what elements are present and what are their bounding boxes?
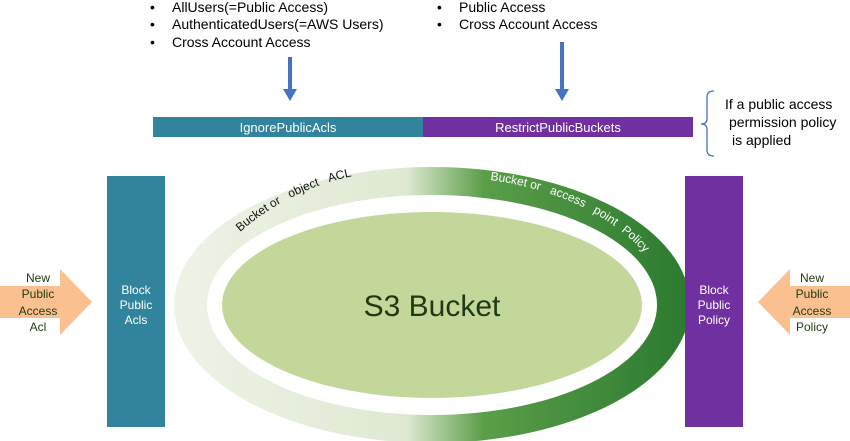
block-label: Policy [698,313,730,327]
note-line: permission policy [729,114,836,130]
ignore-public-acls-label: IgnorePublicAcls [240,120,337,135]
condition-item: AuthenticatedUsers(=AWS Users) [172,16,384,32]
note-line: is applied [732,132,791,148]
bullet: • [437,0,442,15]
arrow-label: Access [793,304,832,318]
block-label: Public [698,298,731,312]
condition-item: Public Access [459,0,545,15]
down-arrow-icon [283,57,297,101]
restrict-public-buckets-bar [423,117,693,137]
s3-bucket-ellipse [222,212,642,398]
bullet: • [150,34,155,50]
block-label: Acls [125,313,148,327]
condition-item: Cross Account Access [459,16,598,32]
arrow-label: Public [22,287,55,301]
left-arrow-icon [758,269,850,335]
condition-item: Cross Account Access [172,34,311,50]
brace-icon [700,90,715,157]
note-line: If a public access [725,96,832,112]
arrow-label: New [800,271,824,285]
down-arrow-icon [555,42,569,101]
block-public-acls-column [107,176,165,427]
bullet: • [150,16,155,32]
right-arrow-icon [0,269,92,335]
bullet: • [150,0,155,15]
arrow-label: Access [19,304,58,318]
arrow-label: Acl [30,320,47,334]
block-label: Public [120,298,153,312]
block-label: Block [121,283,151,297]
ignore-public-acls-bar [153,117,423,137]
block-public-policy-column [685,176,743,427]
block-label: Block [699,283,729,297]
policy-conditions-list: • Public Access • Cross Account Access [437,0,598,32]
restrict-public-buckets-label: RestrictPublicBuckets [495,120,621,135]
arrow-label: Public [796,287,829,301]
acl-conditions-list: • AllUsers(=Public Access) • Authenticat… [150,0,384,50]
arrow-label: New [26,271,50,285]
bullet: • [437,16,442,32]
condition-item: AllUsers(=Public Access) [172,0,328,15]
s3-bucket-label: S3 Bucket [364,290,501,323]
arrow-label: Policy [796,320,828,334]
